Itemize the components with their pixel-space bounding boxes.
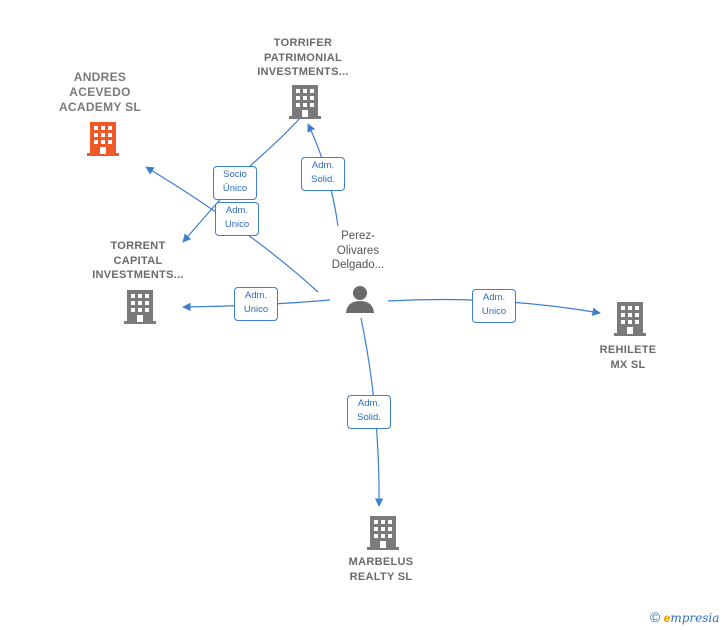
person-icon[interactable] [345, 284, 375, 314]
edge-label-adm-solid-torrifer: Adm. Solid. [301, 157, 345, 191]
building-icon-andres[interactable] [87, 122, 119, 156]
edge-label-adm-unico-rehilete: Adm. Unico [472, 289, 516, 323]
node-label-marbelus[interactable]: MARBELUS REALTY SL [348, 556, 414, 583]
building-icon-torrent[interactable] [124, 290, 156, 324]
node-label-torrent[interactable]: TORRENT CAPITAL INVESTMENTS... [92, 240, 184, 281]
brand-logo-text: mpresia [670, 611, 720, 625]
building-icon-torrifer[interactable] [289, 85, 321, 119]
building-icon-marbelus[interactable] [367, 516, 399, 550]
edge-label-adm-unico-torrent: Adm. Unico [234, 287, 278, 321]
footer-brand: © empresia [650, 609, 719, 625]
node-label-andres[interactable]: ANDRES ACEVEDO ACADEMY SL [58, 70, 142, 114]
edge-socio-to-torrifer [249, 117, 301, 167]
node-label-rehilete[interactable]: REHILETE MX SL [599, 344, 657, 371]
edge-label-adm-unico-andres: Adm. Unico [215, 202, 259, 236]
brand-logo-e: e [663, 611, 671, 625]
person-name-label[interactable]: Perez- Olivares Delgado... [331, 230, 385, 271]
copyright-icon: © [650, 609, 661, 625]
node-label-torrifer[interactable]: TORRIFER PATRIMONIAL INVESTMENTS... [257, 37, 349, 78]
edge-label-socio-unico: Socio Único [213, 166, 257, 200]
building-icon-rehilete[interactable] [614, 302, 646, 336]
edge-label-adm-solid-marbelus: Adm. Solid. [347, 395, 391, 429]
